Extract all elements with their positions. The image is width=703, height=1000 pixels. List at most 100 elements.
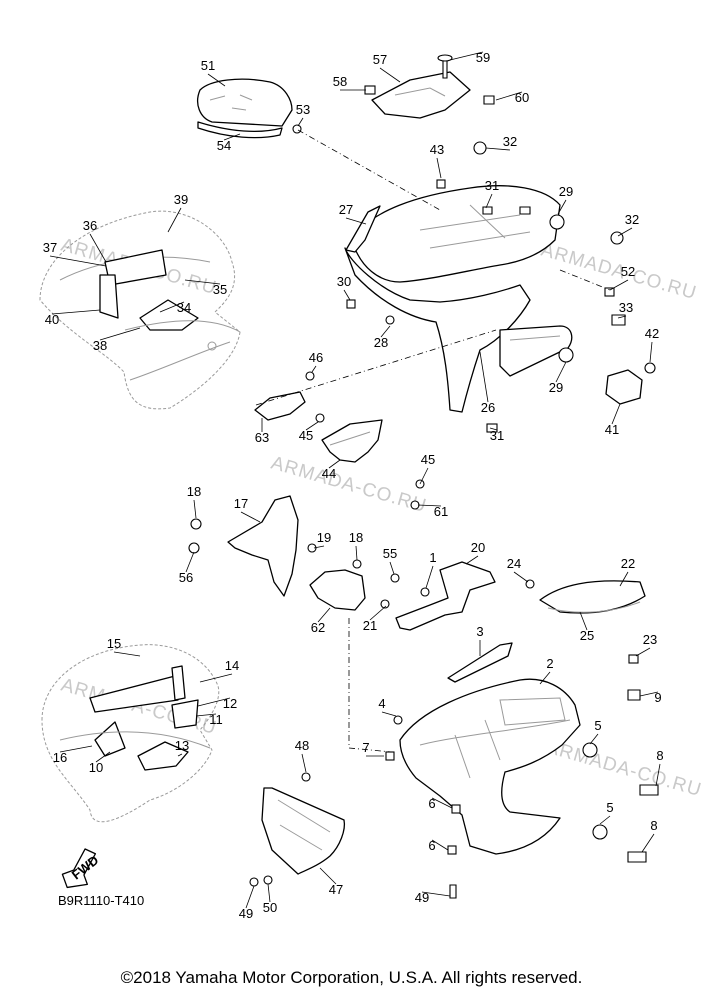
part-number-label: 38 <box>93 338 107 353</box>
part-number-label: 19 <box>317 530 331 545</box>
leader-line <box>313 545 325 549</box>
leader-line <box>159 301 185 313</box>
leader-line <box>639 691 659 697</box>
leader-line <box>421 891 451 897</box>
part-number-label: 21 <box>363 618 377 633</box>
part-number-label: 39 <box>174 192 188 207</box>
part-number-label: 24 <box>507 556 521 571</box>
part-number-label: 29 <box>549 380 563 395</box>
leader-line <box>305 421 319 431</box>
part-63-bracket <box>254 371 325 423</box>
leader-line <box>381 711 397 717</box>
part-number-label: 16 <box>53 750 67 765</box>
leader-line <box>589 733 599 745</box>
leader-line <box>539 671 551 685</box>
part-number-label: 45 <box>299 428 313 443</box>
part-number-label: 3 <box>476 624 483 639</box>
part-26-upper-cowling <box>344 185 573 413</box>
part-number-label: 23 <box>643 632 657 647</box>
part-number-label: 53 <box>296 102 310 117</box>
leader-line <box>177 753 183 757</box>
part-number-label: 56 <box>179 570 193 585</box>
leader-line <box>431 797 453 809</box>
part-number-label: 37 <box>43 240 57 255</box>
part-number-label: 2 <box>546 656 553 671</box>
part-number-label: 41 <box>605 422 619 437</box>
part-number-label: 13 <box>175 738 189 753</box>
leader-line <box>343 289 351 301</box>
part-number-label: 5 <box>594 718 601 733</box>
leader-line <box>485 193 493 209</box>
part-number-label: 31 <box>490 428 504 443</box>
part-number-label: 7 <box>362 740 369 755</box>
leader-line <box>199 673 233 683</box>
leader-line <box>641 833 655 853</box>
leader-line <box>355 545 358 561</box>
leader-line <box>184 279 221 285</box>
part-number-label: 42 <box>645 326 659 341</box>
part-number-label: 51 <box>201 58 215 73</box>
part-number-label: 8 <box>650 818 657 833</box>
part-number-label: 29 <box>559 184 573 199</box>
leader-line <box>449 51 484 61</box>
leader-line <box>379 67 401 83</box>
part-17-bracket <box>188 495 317 597</box>
leader-line <box>195 713 217 717</box>
part-number-label: 58 <box>333 74 347 89</box>
part-20-stay <box>380 561 496 631</box>
leader-line <box>557 199 567 215</box>
part-3-trim <box>447 642 513 683</box>
part-2-side-cowling <box>399 678 581 855</box>
part-number-label: 14 <box>225 658 239 673</box>
leader-line <box>655 763 661 787</box>
part-number-label: 34 <box>177 300 191 315</box>
part-number-label: 52 <box>621 264 635 279</box>
part-number-label: 6 <box>428 796 435 811</box>
leader-line <box>311 365 317 373</box>
leader-line <box>619 571 629 587</box>
leader-line <box>297 117 304 127</box>
leader-line <box>49 255 107 267</box>
leader-line <box>599 815 611 825</box>
part-number-label: 20 <box>471 540 485 555</box>
part-number-label: 48 <box>295 738 309 753</box>
part-number-label: 32 <box>503 134 517 149</box>
part-number-label: 11 <box>209 712 223 727</box>
leader-line <box>267 883 271 903</box>
part-number-label: 61 <box>434 504 448 519</box>
leader-line <box>465 555 479 565</box>
diagram-code: B9R1110-T410 <box>58 893 144 908</box>
leader-line <box>301 753 307 773</box>
part-number-label: 33 <box>619 300 633 315</box>
leader-line <box>319 867 337 885</box>
leader-line <box>555 361 567 383</box>
copyright-notice: ©2018 Yamaha Motor Corporation, U.S.A. A… <box>120 968 583 987</box>
leader-line <box>345 217 367 225</box>
hardware-right-lower <box>385 715 659 899</box>
part-number-label: 10 <box>89 760 103 775</box>
watermark-text: ARMADA-CO.RU <box>544 737 703 802</box>
part-47-lower-cover <box>249 772 346 887</box>
leader-line <box>51 309 101 315</box>
part-number-label: 36 <box>83 218 97 233</box>
leader-line <box>167 207 182 233</box>
part-number-label: 15 <box>107 636 121 651</box>
leader-line <box>419 467 429 485</box>
leader-line <box>436 157 442 179</box>
part-number-label: 28 <box>374 335 388 350</box>
part-number-label: 12 <box>223 696 237 711</box>
part-number-label: 5 <box>606 800 613 815</box>
part-number-label: 45 <box>421 452 435 467</box>
part-22-cover <box>525 579 646 614</box>
part-number-label: 9 <box>654 690 661 705</box>
part-number-label: 18 <box>349 530 363 545</box>
part-number-label: 30 <box>337 274 351 289</box>
part-number-label: 25 <box>580 628 594 643</box>
part-number-label: 22 <box>621 556 635 571</box>
leader-line <box>609 279 629 291</box>
part-number-label: 1 <box>429 550 436 565</box>
reference-lines <box>255 129 611 753</box>
hardware-right-upper <box>346 141 656 433</box>
leader-line <box>611 403 621 425</box>
